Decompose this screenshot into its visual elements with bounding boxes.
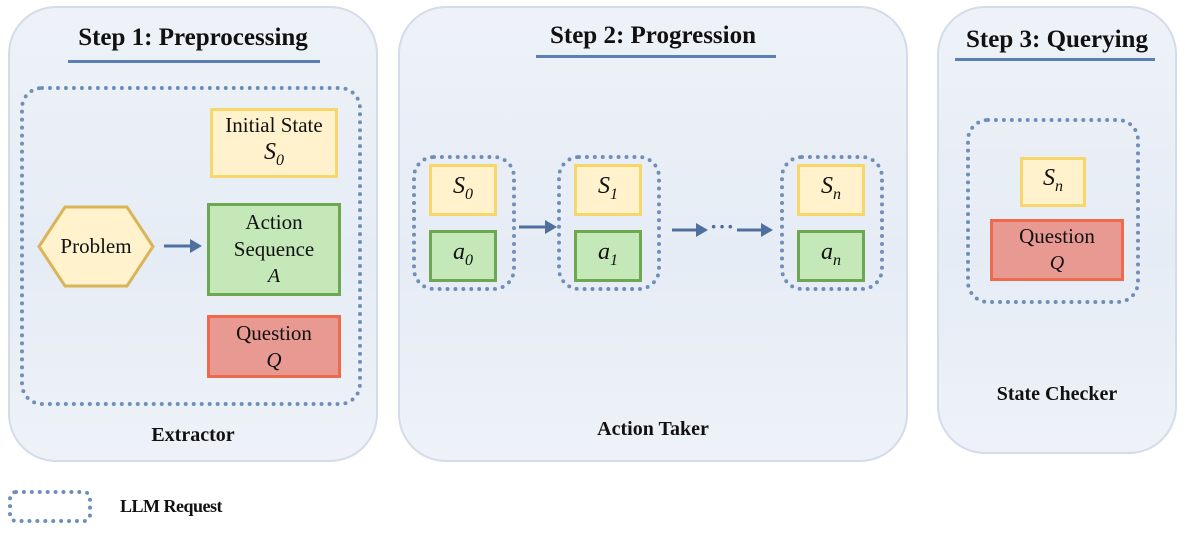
action-symbol-0: a0 xyxy=(453,238,473,269)
action-sequence-box: Action Sequence A xyxy=(207,203,341,296)
extractor-caption: Extractor xyxy=(151,424,235,446)
state-symbol-n: Sn xyxy=(821,172,841,203)
legend-label: LLM Request xyxy=(120,496,223,516)
problem-label: Problem xyxy=(60,234,132,258)
question-box-step1: Question Q xyxy=(207,315,341,378)
problem-hexagon: Problem xyxy=(37,205,155,288)
progression-llm-request-n xyxy=(780,155,884,291)
step3-title: Step 3: Querying xyxy=(966,26,1148,53)
action-symbol-1: a1 xyxy=(598,238,618,269)
state-box-checker: Sn xyxy=(1020,157,1086,207)
state-symbol-1: S1 xyxy=(598,172,618,203)
action-box-1: a1 xyxy=(574,230,642,282)
question-symbol-step3: Q xyxy=(1049,252,1065,274)
initial-state-box: Initial State S0 xyxy=(210,108,338,178)
question-label-step3: Question xyxy=(1019,224,1095,248)
action-box-0: a0 xyxy=(429,230,497,282)
state-box-1: S1 xyxy=(574,164,642,216)
initial-state-label: Initial State xyxy=(225,113,323,138)
state-checker-caption: State Checker xyxy=(996,383,1118,405)
extractor-llm-request xyxy=(20,86,362,406)
progression-arrow-2 xyxy=(672,220,710,240)
problem-to-action-arrow xyxy=(164,236,204,256)
action-symbol-n: an xyxy=(821,238,841,269)
question-label-step1: Question xyxy=(236,320,312,345)
action-taker-caption: Action Taker xyxy=(597,418,709,440)
step3-title-underline xyxy=(955,58,1155,61)
checker-llm-request xyxy=(966,118,1140,304)
progression-llm-request-1 xyxy=(557,155,661,291)
state-box-n: Sn xyxy=(797,164,865,216)
step1-title: Step 1: Preprocessing xyxy=(78,24,308,51)
action-sequence-line1: Action xyxy=(245,210,303,234)
action-sequence-symbol: A xyxy=(267,265,281,287)
step2-title: Step 2: Progression xyxy=(549,22,757,49)
question-symbol-step1: Q xyxy=(266,347,282,372)
step2-title-underline xyxy=(536,55,776,58)
progression-ellipsis: ··· xyxy=(710,214,736,239)
state-symbol-checker: Sn xyxy=(1043,164,1063,195)
progression-arrow-3 xyxy=(737,220,775,240)
action-box-n: an xyxy=(797,230,865,282)
state-symbol-0: S0 xyxy=(453,172,473,203)
initial-state-symbol: S0 xyxy=(264,139,284,169)
step1-title-underline xyxy=(68,60,320,63)
legend-llm-request-swatch xyxy=(8,490,92,523)
question-box-step3: Question Q xyxy=(990,219,1124,281)
progression-llm-request-0 xyxy=(412,155,516,291)
progression-arrow-1 xyxy=(519,217,559,237)
state-box-0: S0 xyxy=(429,164,497,216)
action-sequence-line2: Sequence xyxy=(233,237,315,261)
